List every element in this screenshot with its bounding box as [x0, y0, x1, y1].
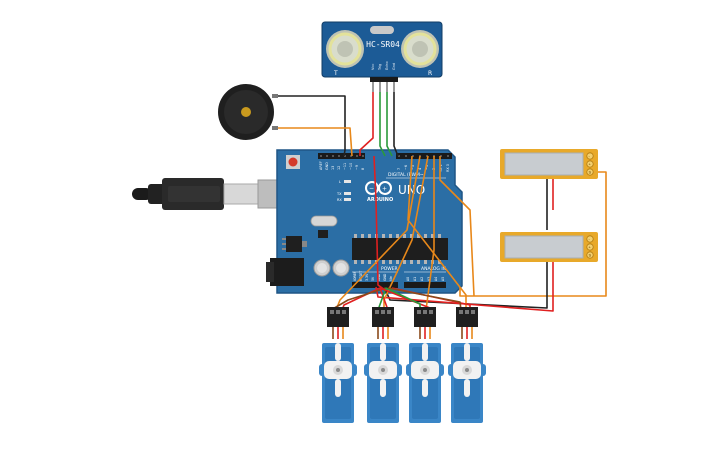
pin-11: ~11: [343, 163, 347, 170]
usb-cable: [132, 178, 279, 210]
pin-reset: RESET: [359, 271, 363, 281]
wire-servo3-signal: [425, 156, 435, 311]
pin-gnd-1: GND: [377, 273, 381, 281]
power-jack: [266, 258, 304, 286]
pir2-pin-sig: S: [589, 253, 592, 258]
piezo-buzzer[interactable]: [218, 84, 278, 140]
wire-pir2-signal: [439, 156, 475, 297]
pin-rx0: RX 0: [446, 164, 450, 172]
wire-us-trig: [379, 92, 386, 157]
pin-4: 4: [418, 168, 422, 170]
ultrasonic-sensor[interactable]: HC-SR04 T R Vcc Trig Echo Gnd: [321, 21, 443, 92]
svg-text:+: +: [382, 186, 387, 193]
sensor-pin-echo: Echo: [385, 62, 389, 71]
pin-aref: AREF: [319, 161, 323, 170]
wire-servo2-signal: [383, 155, 429, 310]
wire-buzzer-gnd: [278, 95, 346, 157]
pin-vin: Vin: [389, 276, 393, 281]
sensor-side-t: T: [333, 70, 338, 77]
pin-tx1: TX 1: [439, 164, 443, 173]
pin-7: 7: [397, 168, 401, 170]
led-label-rx: RX: [337, 198, 342, 202]
pin-gnd-top: GND: [325, 162, 329, 170]
servo-2[interactable]: [364, 307, 402, 423]
pin-a0: A0: [406, 277, 410, 281]
digital-pwm-label: DIGITAL (PWM~): [388, 172, 426, 178]
pin-10: ~10: [349, 163, 353, 170]
pin-9: ~9: [355, 165, 359, 170]
wire-servo1-gnd: [330, 287, 387, 311]
pir1-pin-pos: +: [589, 162, 592, 167]
pin-6: ~6: [404, 165, 408, 170]
svg-text:−: −: [369, 185, 374, 192]
led-label-l: L: [339, 180, 341, 184]
servo-1[interactable]: [319, 307, 357, 423]
arduino-logo: − + ARDUINO: [365, 181, 393, 203]
sensor-pin-trig: Trig: [378, 64, 382, 71]
sensor-pin-vcc: Vcc: [371, 64, 375, 70]
analog-label: ANALOG IN: [421, 266, 446, 272]
wire-5v-rail: [373, 155, 386, 291]
servo-3[interactable]: [406, 307, 444, 423]
wire-us-vcc: [359, 92, 374, 156]
wire-servo2-vcc: [379, 287, 389, 311]
wire-servo2-gnd: [377, 287, 387, 311]
pin-a4: A4: [434, 277, 438, 281]
pin-a3: A3: [427, 277, 431, 281]
pir1-pin-sig: S: [589, 170, 592, 175]
power-label: POWER: [381, 266, 398, 272]
pin-a5: A5: [441, 277, 445, 281]
onboard-leds: L TX RX: [336, 180, 351, 202]
wire-us-gnd: [393, 92, 399, 157]
pin-8: 8: [361, 168, 365, 170]
pir2-pin-pos: +: [589, 245, 592, 250]
pin-5: ~5: [411, 165, 415, 170]
pir2-pin-neg: -: [589, 237, 591, 242]
wire-buzzer-signal: [278, 127, 353, 157]
pin-a2: A2: [420, 277, 424, 281]
sensor-label: HC-SR04: [366, 40, 400, 49]
pir1-pin-neg: -: [589, 154, 591, 159]
arduino-uno-board[interactable]: AREF GND 13 12 ~11 ~10 ~9 8 7 ~6 ~5 4 ~3…: [266, 149, 463, 294]
pin-12: 12: [337, 166, 341, 170]
pin-a1: A1: [413, 277, 417, 281]
pin-5v: 5V: [371, 276, 375, 281]
pin-ioref: IOREF: [353, 271, 357, 281]
arduino-model: UNO: [398, 183, 425, 197]
pir-sensor-2[interactable]: - + S: [500, 232, 598, 262]
wire-pir1-signal: [459, 171, 607, 297]
pin-13: 13: [331, 166, 335, 170]
led-label-tx: TX: [336, 192, 342, 196]
pin-3v3: 3.3V: [365, 273, 369, 281]
wire-servo4-signal: [407, 155, 467, 310]
servo-4[interactable]: [448, 307, 486, 423]
arduino-logo-text: ARDUINO: [367, 197, 393, 203]
pin-gnd-2: GND: [383, 273, 387, 281]
pir-sensor-1[interactable]: - + S: [500, 149, 598, 179]
sensor-pin-gnd: Gnd: [392, 63, 396, 70]
sensor-side-r: R: [428, 70, 432, 77]
pin-3: ~3: [425, 165, 429, 170]
wire-us-echo: [386, 92, 393, 157]
